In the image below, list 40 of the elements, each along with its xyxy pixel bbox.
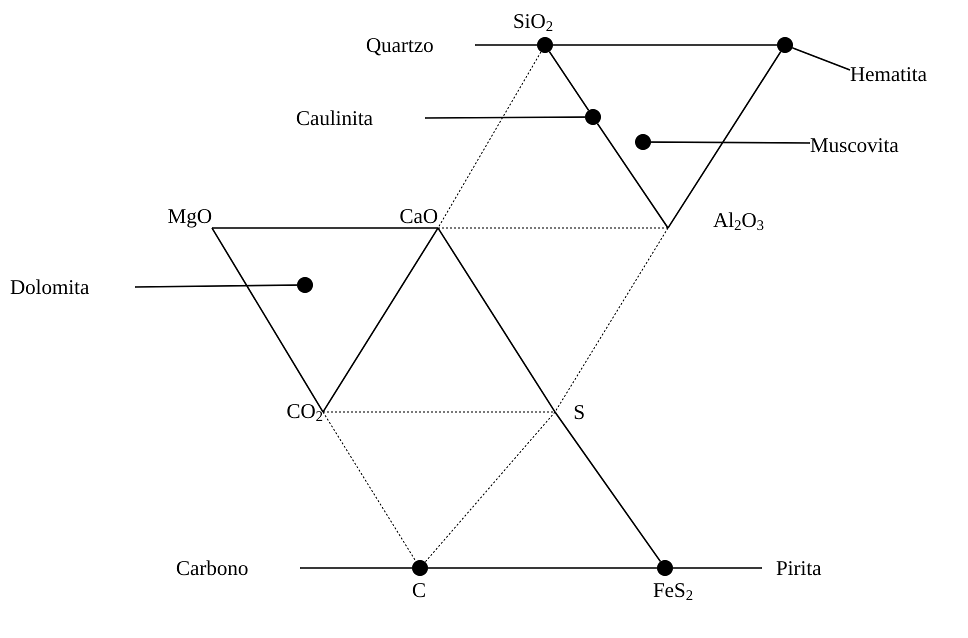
mineral-label: Muscovita — [810, 133, 950, 157]
mineral-label: Hematita — [850, 62, 958, 86]
leader-line — [792, 47, 850, 71]
tie-line — [212, 227, 438, 229]
vertex-label: FeS$_{2}$ — [653, 578, 694, 602]
vertex-label: CO$_{2}$ — [245, 399, 323, 425]
tie-line — [438, 51, 542, 228]
tie-line — [554, 412, 662, 562]
leader-line — [300, 567, 412, 569]
tie-line — [428, 567, 657, 569]
composition-point — [777, 37, 793, 53]
tie-line — [322, 228, 439, 412]
tie-line — [437, 228, 556, 412]
mineral-label: Caulinita — [296, 106, 425, 130]
mineral-label: Pirita — [776, 556, 856, 580]
vertex-label: MgO — [150, 204, 212, 228]
tie-line — [424, 412, 556, 562]
leader-line — [475, 44, 537, 46]
tie-line — [211, 228, 324, 412]
tie-line — [553, 44, 777, 46]
tie-line — [667, 51, 782, 228]
vertex-label: S — [555, 400, 585, 424]
tie-line — [548, 51, 590, 111]
tie-line — [322, 412, 416, 562]
leader-line — [425, 116, 585, 119]
mineral-label: Dolomita — [10, 275, 135, 299]
vertex-label: Al$_{2}$O$_{3}$ — [668, 208, 764, 234]
tie-line — [596, 123, 669, 228]
mineral-label: Carbono — [176, 556, 300, 580]
mineral-label: Quartzo — [366, 33, 475, 57]
vertex-label: SiO$_{2}$ — [513, 9, 554, 33]
leader-line — [135, 284, 297, 288]
vertex-label: C — [412, 578, 426, 602]
vertex-label: CaO — [368, 204, 438, 228]
composition-point — [297, 277, 313, 293]
composition-point — [635, 134, 651, 150]
composition-point — [585, 109, 601, 125]
leader-line — [651, 141, 810, 144]
tie-line — [554, 228, 668, 412]
leader-line — [673, 567, 762, 569]
